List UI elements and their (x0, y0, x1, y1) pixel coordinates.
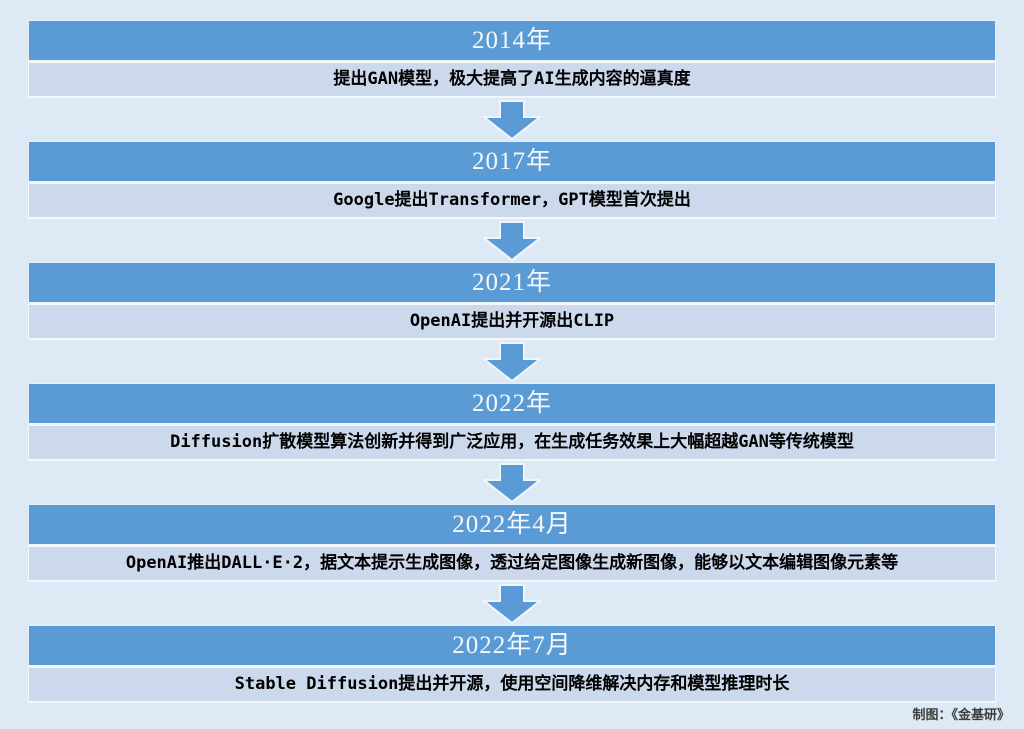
down-arrow-icon (28, 98, 996, 141)
description-text: Stable Diffusion提出并开源，使用空间降维解决内存和模型推理时长 (234, 674, 790, 694)
year-bar: 2022年7月 (28, 625, 996, 667)
down-arrow-icon (28, 582, 996, 625)
description-bar: Diffusion扩散模型算法创新并得到广泛应用，在生成任务效果上大幅超越GAN… (28, 425, 996, 461)
description-bar: Google提出Transformer，GPT模型首次提出 (28, 183, 996, 219)
year-bar: 2022年 (28, 383, 996, 425)
timeline-section-2021: 2021年 OpenAI提出并开源出CLIP (28, 262, 996, 383)
down-arrow-icon (28, 461, 996, 504)
timeline-diagram: 2014年 提出GAN模型，极大提高了AI生成内容的逼真度 2017年 Goog… (28, 20, 996, 703)
year-label: 2021年 (471, 269, 552, 296)
timeline-section-2022-07: 2022年7月 Stable Diffusion提出并开源，使用空间降维解决内存… (28, 625, 996, 703)
year-bar: 2022年4月 (28, 504, 996, 546)
description-text: OpenAI推出DALL·E·2，据文本提示生成图像，透过给定图像生成新图像，能… (125, 553, 899, 573)
year-bar: 2017年 (28, 141, 996, 183)
description-text: Diffusion扩散模型算法创新并得到广泛应用，在生成任务效果上大幅超越GAN… (170, 432, 854, 452)
year-label: 2022年 (471, 390, 552, 417)
timeline-section-2022-04: 2022年4月 OpenAI推出DALL·E·2，据文本提示生成图像，透过给定图… (28, 504, 996, 625)
year-label: 2022年7月 (452, 632, 572, 659)
year-label: 2014年 (471, 27, 552, 54)
description-bar: OpenAI提出并开源出CLIP (28, 304, 996, 340)
description-text: 提出GAN模型，极大提高了AI生成内容的逼真度 (333, 69, 691, 89)
description-text: OpenAI提出并开源出CLIP (409, 311, 615, 331)
year-bar: 2021年 (28, 262, 996, 304)
down-arrow-icon (28, 219, 996, 262)
description-text: Google提出Transformer，GPT模型首次提出 (333, 190, 691, 210)
description-bar: 提出GAN模型，极大提高了AI生成内容的逼真度 (28, 62, 996, 98)
timeline-section-2014: 2014年 提出GAN模型，极大提高了AI生成内容的逼真度 (28, 20, 996, 141)
description-bar: Stable Diffusion提出并开源，使用空间降维解决内存和模型推理时长 (28, 667, 996, 703)
year-label: 2022年4月 (452, 511, 572, 538)
timeline-section-2022: 2022年 Diffusion扩散模型算法创新并得到广泛应用，在生成任务效果上大… (28, 383, 996, 504)
down-arrow-icon (28, 340, 996, 383)
year-label: 2017年 (471, 148, 552, 175)
description-bar: OpenAI推出DALL·E·2，据文本提示生成图像，透过给定图像生成新图像，能… (28, 546, 996, 582)
credit-text: 制图：《金基研》 (912, 707, 1010, 722)
year-bar: 2014年 (28, 20, 996, 62)
timeline-section-2017: 2017年 Google提出Transformer，GPT模型首次提出 (28, 141, 996, 262)
